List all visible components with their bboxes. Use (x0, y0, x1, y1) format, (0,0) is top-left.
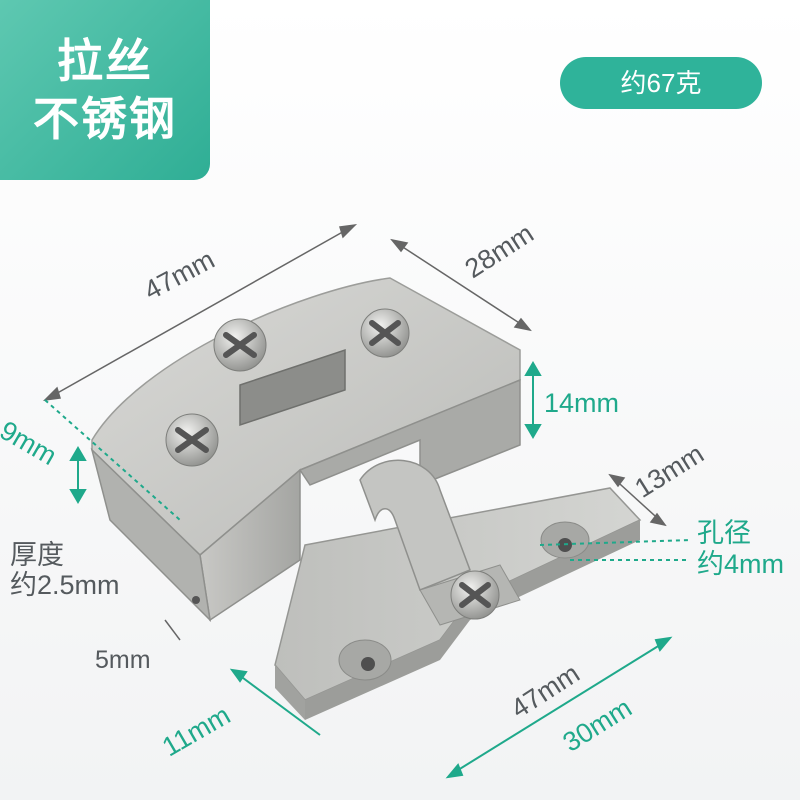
thickness-line-1: 厚度 (10, 540, 64, 570)
dim-hole-label: 孔径 约4mm (697, 518, 784, 580)
material-line-2: 不锈钢 (33, 93, 177, 145)
screw-icon (213, 318, 267, 372)
screw-icon (165, 413, 219, 467)
screw-icon (360, 308, 410, 358)
dim-right-height: 14mm (544, 388, 620, 418)
hinge-main-body (90, 277, 521, 623)
weight-pill: 约67克 (560, 57, 762, 109)
material-line-1: 拉丝 (57, 35, 153, 87)
material-badge: 拉丝 不锈钢 (0, 0, 210, 180)
dim-thickness-label: 厚度 约2.5mm (10, 540, 120, 600)
side-hole (192, 596, 200, 604)
screw-icon (450, 570, 500, 620)
mounting-hole (361, 657, 375, 671)
dim-gap: 5mm (95, 646, 151, 674)
thickness-line-2: 约2.5mm (10, 570, 120, 600)
dimension-lines (42, 223, 667, 641)
dimension-lines-green (44, 361, 691, 779)
hole-label-line-1: 孔径 (697, 518, 751, 548)
hole-label-line-2: 约4mm (697, 549, 784, 579)
